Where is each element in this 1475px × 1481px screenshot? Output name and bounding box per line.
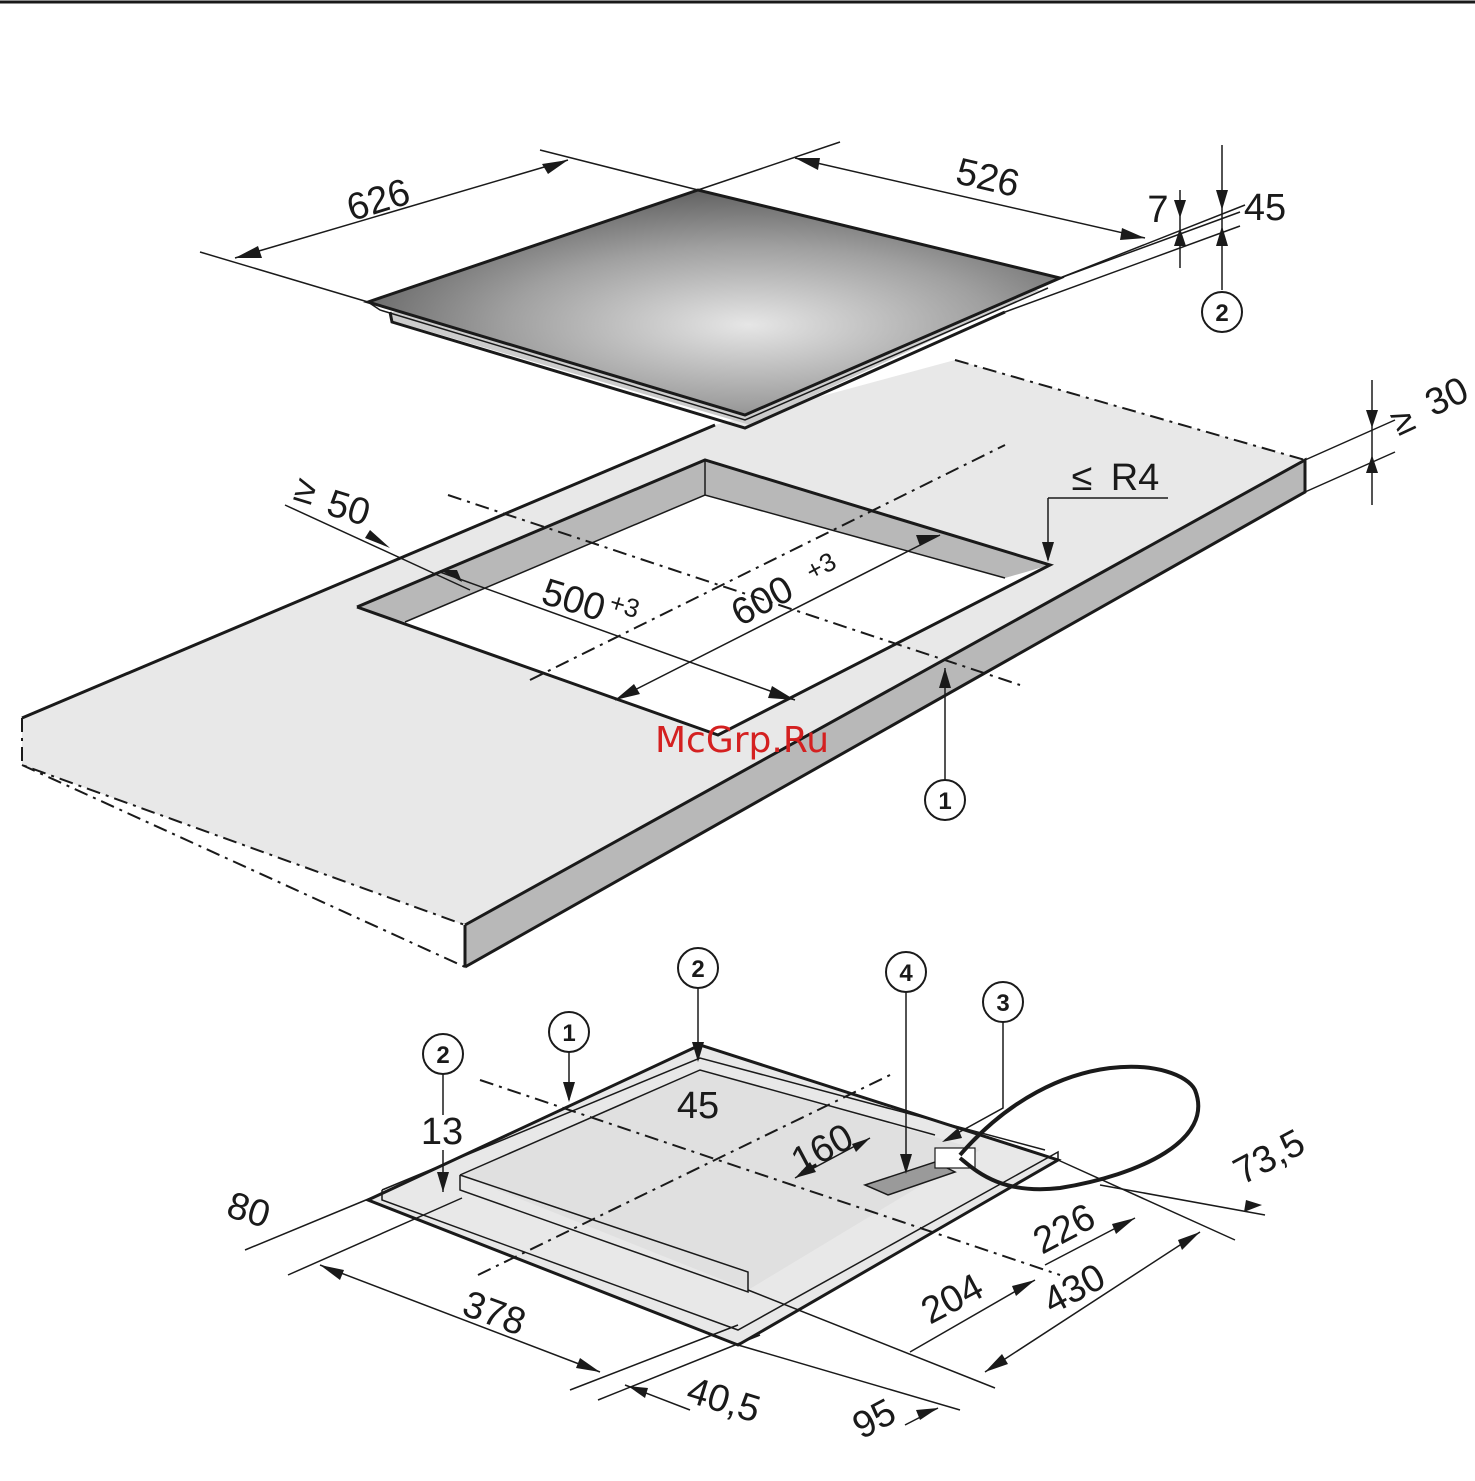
label-le-r4: R4 [1111, 457, 1160, 499]
dim-226: 226 [1027, 1196, 1135, 1265]
dim-430: 430 [985, 1160, 1235, 1372]
dim-worktop-thickness: ≥ 30 [1305, 369, 1475, 505]
label-626: 626 [342, 171, 415, 230]
worktop [22, 360, 1305, 967]
callout-2-bottom-center: 2 [678, 948, 718, 1062]
label-226: 226 [1027, 1196, 1103, 1263]
label-ge-50-prefix: ≥ [289, 467, 321, 513]
svg-text:1: 1 [562, 1020, 575, 1047]
label-le-r4-prefix: ≤ [1072, 457, 1093, 499]
svg-text:1: 1 [938, 788, 951, 815]
label-7: 7 [1147, 189, 1168, 231]
label-430: 430 [1037, 1256, 1113, 1323]
label-73-5: 73,5 [1227, 1121, 1312, 1193]
watermark: McGrp.Ru [655, 720, 829, 761]
label-ge-30: 30 [1419, 369, 1475, 425]
callout-3-bottom: 3 [942, 982, 1023, 1142]
svg-text:2: 2 [691, 956, 704, 983]
dim-378: 378 [320, 1265, 600, 1372]
label-526: 526 [952, 151, 1023, 206]
label-378: 378 [457, 1283, 531, 1344]
svg-text:4: 4 [899, 960, 913, 987]
label-80: 80 [222, 1184, 275, 1237]
label-45-bottom: 45 [677, 1085, 719, 1127]
label-204: 204 [915, 1266, 991, 1333]
svg-text:3: 3 [996, 990, 1009, 1017]
label-95: 95 [846, 1391, 903, 1448]
callout-2-bottom-left: 2 [423, 1034, 463, 1115]
svg-text:2: 2 [436, 1042, 449, 1069]
dim-7-45: 7 45 [1005, 145, 1286, 312]
callout-1-bottom: 1 [549, 1012, 589, 1102]
svg-text:2: 2 [1215, 300, 1228, 327]
label-45-top: 45 [1244, 187, 1286, 229]
label-40-5: 40,5 [682, 1370, 765, 1432]
label-ge-30-prefix: ≥ [1385, 398, 1422, 445]
label-13: 13 [421, 1111, 463, 1153]
callout-2-top: 2 [1202, 292, 1242, 332]
label-ge-50: 50 [322, 482, 375, 535]
